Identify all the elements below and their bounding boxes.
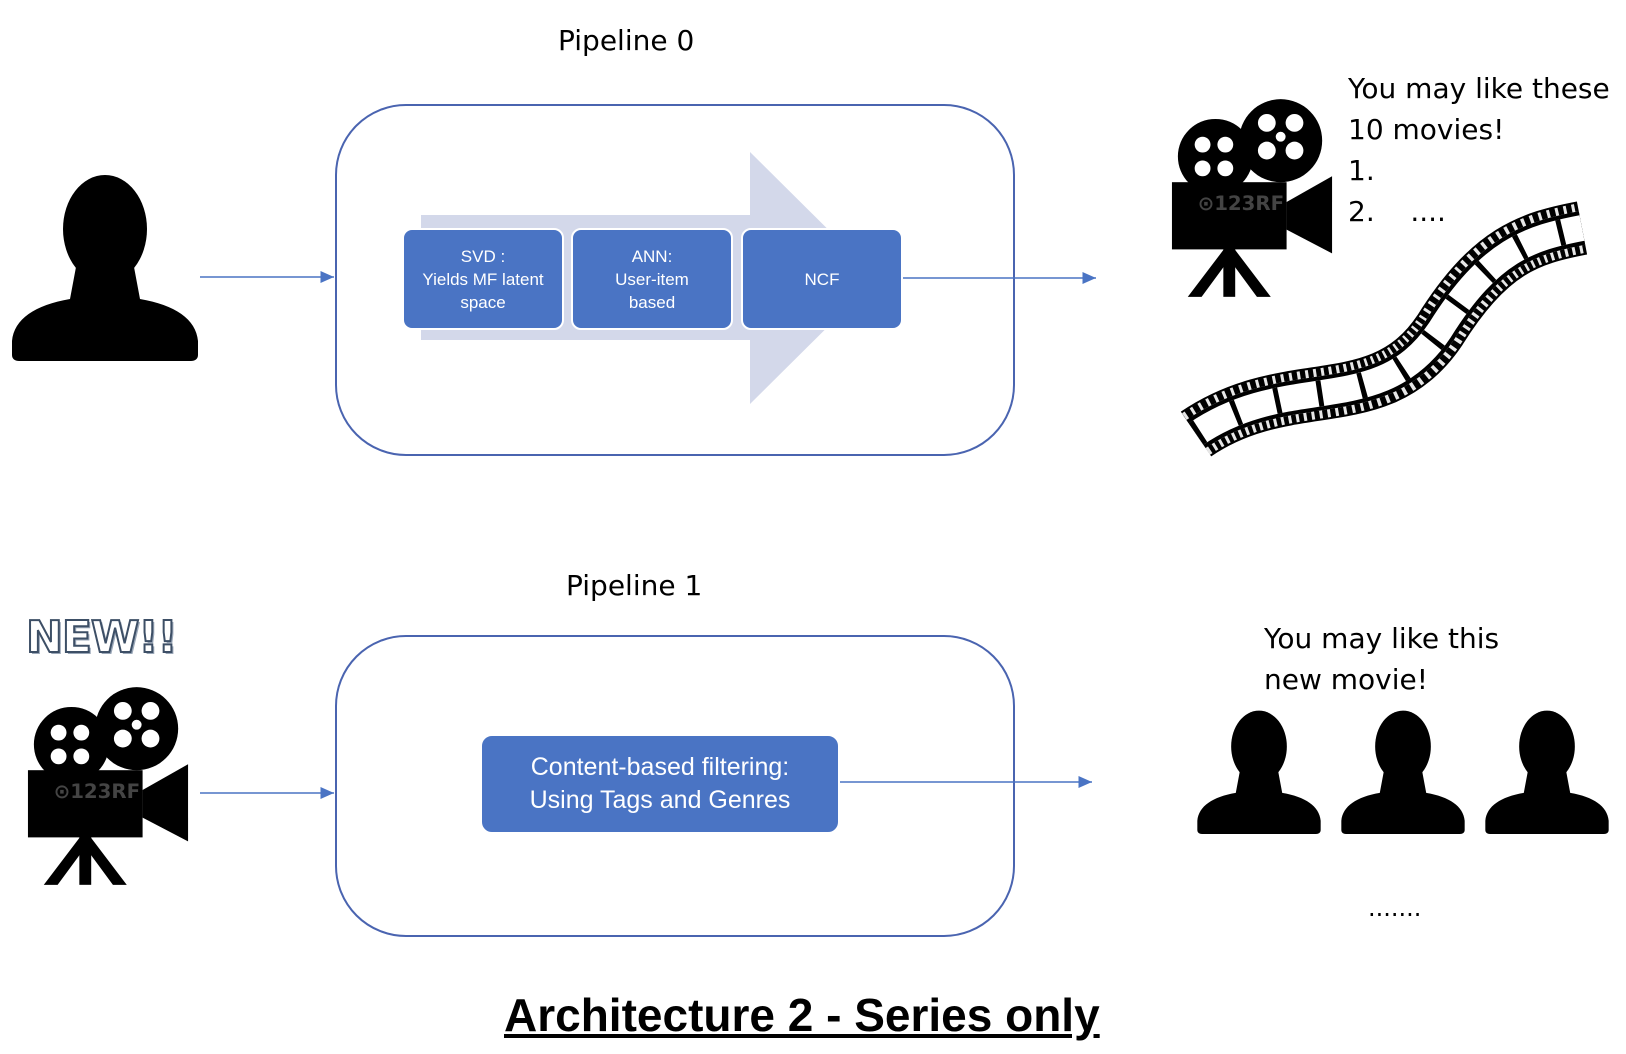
stage-ann-line: ANN: — [631, 246, 673, 266]
pipeline1-container — [335, 635, 1015, 937]
stage-svd-line: SVD : — [460, 246, 506, 266]
user-silhouette-icon — [1485, 710, 1609, 834]
stage-svd-line: space — [460, 292, 506, 312]
pipeline0-output-text: You may like these 10 movies! 1. 2. .... — [1348, 72, 1610, 228]
stage-content-based: Content-based filtering: Using Tags and … — [480, 734, 840, 834]
stage-ann-line: based — [628, 292, 676, 312]
diagram-title: Architecture 2 - Series only — [504, 989, 1100, 1041]
stage-ann-line: User-item — [615, 269, 689, 289]
pipeline0-title: Pipeline 0 — [558, 24, 695, 57]
pipeline1-output-text: You may like this new movie! — [1264, 622, 1500, 696]
stage-ncf: NCF — [741, 228, 903, 330]
movie-camera-icon — [27, 687, 189, 885]
pipeline1-title: Pipeline 1 — [566, 569, 703, 602]
movie-camera-icon — [1171, 99, 1333, 297]
stage-content-based-line: Using Tags and Genres — [529, 786, 791, 814]
user-silhouette-icon — [1341, 710, 1465, 834]
stage-ncf-line: NCF — [804, 269, 840, 289]
film-strip-icon — [1180, 201, 1588, 457]
stage-svd: SVD : Yields MF latent space — [402, 228, 564, 330]
stage-svd-line: Yields MF latent — [422, 269, 544, 289]
stage-ann: ANN: User-item based — [571, 228, 733, 330]
pipeline0-container — [335, 104, 1015, 456]
new-badge: NEW!! — [25, 611, 179, 664]
user-silhouette-icon — [12, 175, 198, 361]
user-silhouette-icon — [1197, 710, 1321, 834]
stage-content-based-line: Content-based filtering: — [530, 753, 790, 781]
more-users-ellipsis: ....... — [1368, 894, 1422, 922]
